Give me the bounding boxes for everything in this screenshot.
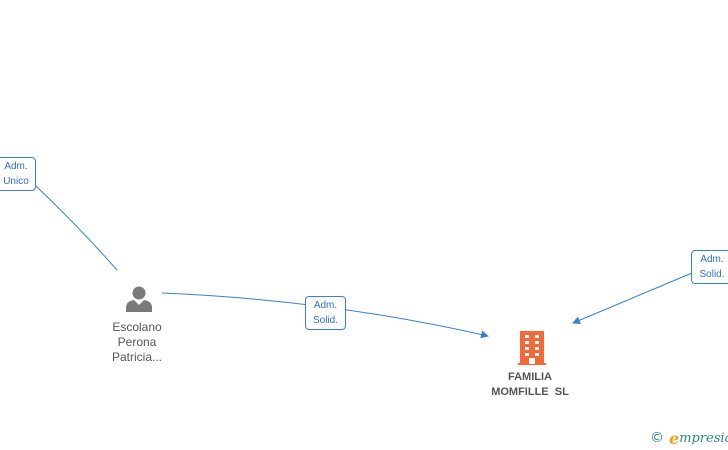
- relation-badge-adm-unico[interactable]: Adm. Unico: [0, 157, 36, 191]
- copyright-icon: ©: [650, 430, 664, 446]
- building-icon[interactable]: [517, 330, 547, 366]
- relation-badge-line2: Solid.: [699, 269, 725, 280]
- relation-badge-line1: Adm.: [700, 254, 724, 265]
- link-right-to-company: [572, 272, 693, 324]
- person-name[interactable]: Escolano Perona Patricia...: [92, 320, 182, 365]
- relation-badge-line2: Unico: [3, 176, 29, 187]
- person-icon[interactable]: [124, 284, 154, 314]
- brand-logo: © e mpresia: [650, 428, 728, 448]
- link-adm-unico: [35, 185, 118, 271]
- company-name-line: FAMILIA: [508, 371, 552, 383]
- relation-badge-line1: Adm.: [313, 300, 338, 311]
- person-name-line: Patricia...: [111, 350, 162, 364]
- relation-badge-adm-solid-right[interactable]: Adm. Solid.: [691, 250, 728, 284]
- person-name-line: Perona: [117, 335, 157, 349]
- brand-initial: e: [669, 428, 680, 448]
- relation-badge-line2: Solid.: [312, 315, 338, 326]
- brand-name: mpresia: [679, 430, 728, 446]
- person-name-line: Escolano: [112, 320, 162, 334]
- company-name[interactable]: FAMILIA MOMFILLE SL: [470, 370, 590, 400]
- company-name-line: MOMFILLE SL: [491, 386, 569, 398]
- relation-badge-line1: Adm.: [4, 161, 28, 172]
- relation-badge-adm-solid-center[interactable]: Adm. Solid.: [305, 296, 346, 330]
